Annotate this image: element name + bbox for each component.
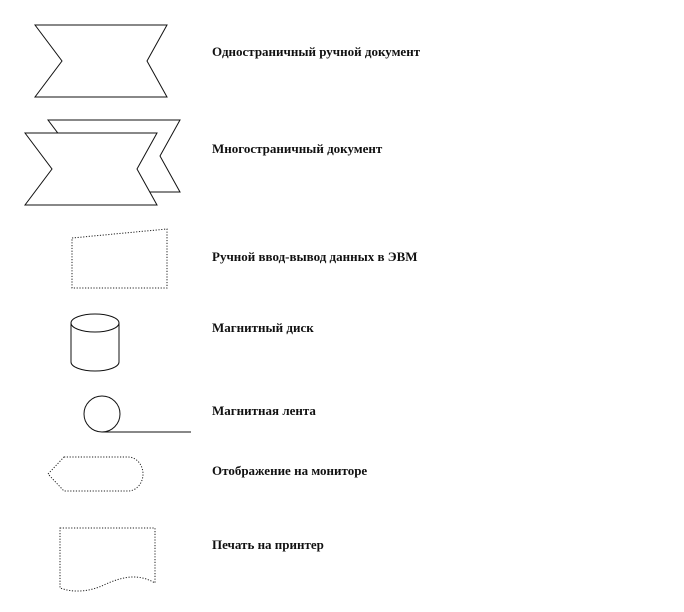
label-manual-input: Ручной ввод-вывод данных в ЭВМ (212, 249, 418, 264)
label-single-page-document: Одностраничный ручной документ (212, 44, 421, 59)
label-multi-page-document: Многостраничный документ (212, 141, 383, 156)
label-magnetic-disk: Магнитный диск (212, 320, 314, 335)
multi-page-document-icon (24, 119, 181, 206)
display-icon (47, 456, 144, 492)
label-printed-document: Печать на принтер (212, 537, 324, 552)
label-display: Отображение на мониторе (212, 463, 368, 478)
magnetic-tape-icon (83, 395, 191, 433)
single-page-document-icon (34, 24, 168, 98)
label-magnetic-tape: Магнитная лента (212, 403, 316, 418)
magnetic-disk-icon (70, 313, 120, 372)
printed-document-icon (59, 527, 156, 592)
manual-input-icon (71, 228, 168, 289)
